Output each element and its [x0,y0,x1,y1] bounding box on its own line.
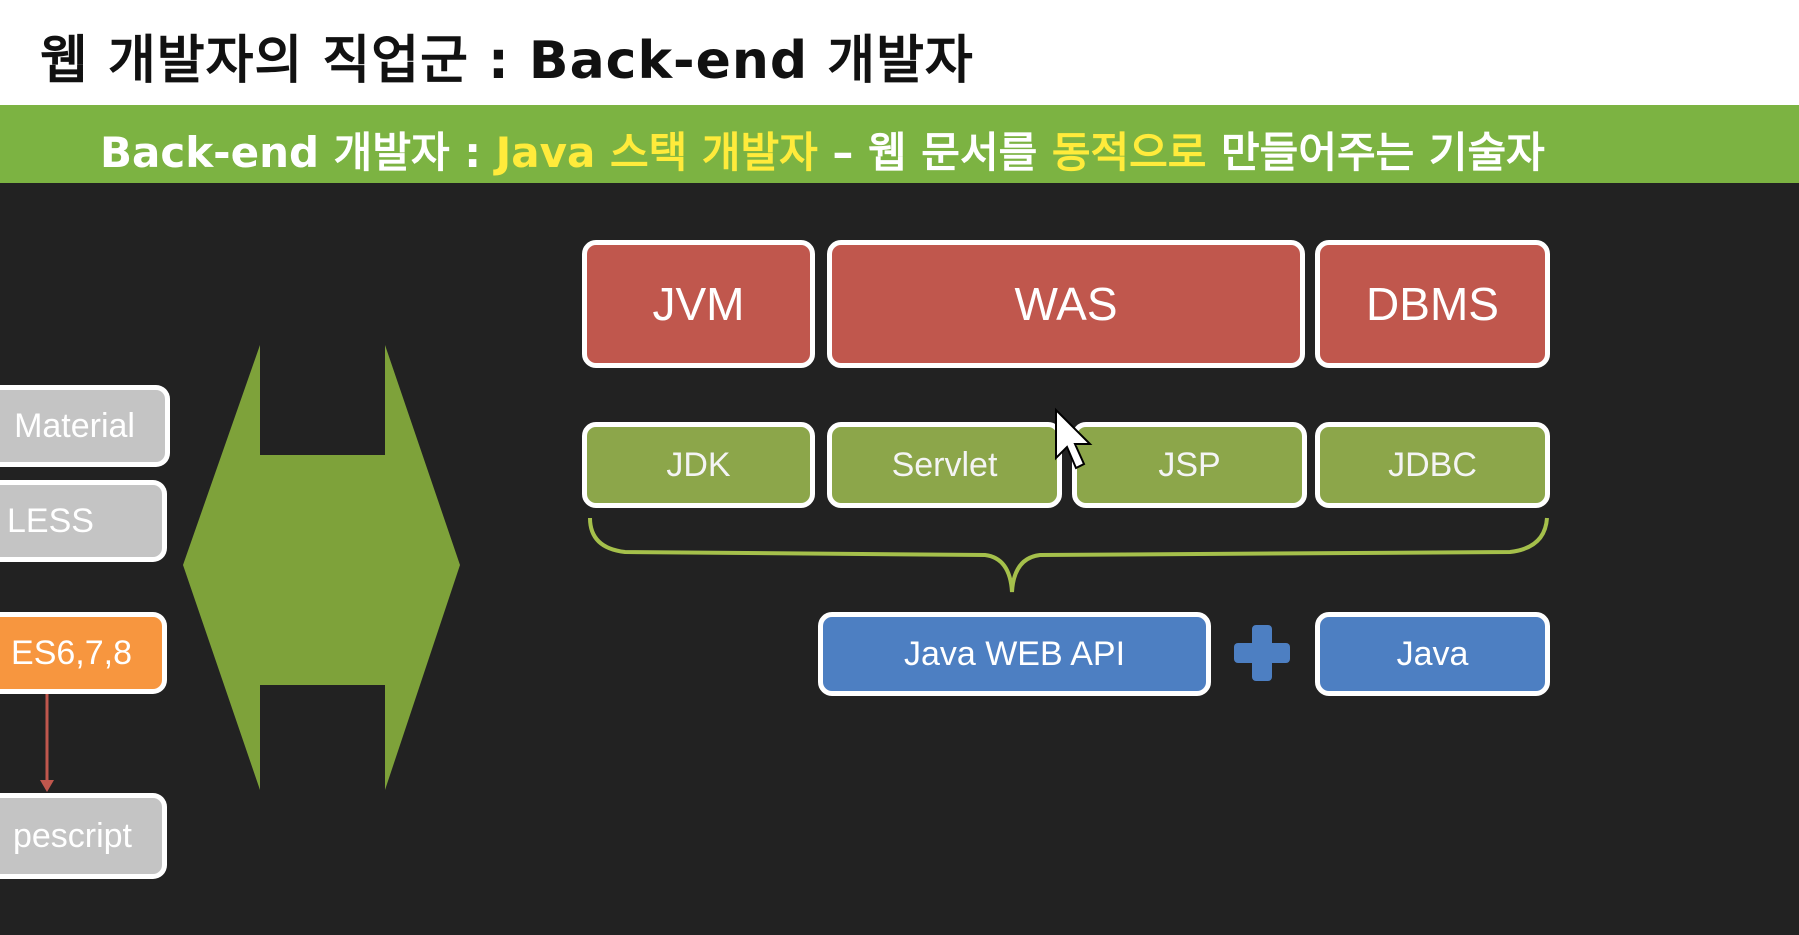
box-jsp: JSP [1072,422,1307,508]
box-material-label: Material [14,406,135,445]
subtitle: Back-end 개발자 : Java 스택 개발자 – 웹 문서를 동적으로 … [100,119,1545,180]
down-arrow-head [40,780,54,792]
subtitle-band: Back-end 개발자 : Java 스택 개발자 – 웹 문서를 동적으로 … [0,105,1799,183]
box-servlet: Servlet [827,422,1062,508]
box-java-web-api: Java WEB API [818,612,1211,696]
box-jvm-label: JVM [652,278,745,330]
box-was: WAS [827,240,1305,368]
subtitle-highlight-java-stack: Java 스택 개발자 [495,128,818,177]
subtitle-part-5: 만들어주는 기술자 [1206,128,1545,177]
box-java: Java [1315,612,1550,696]
box-was-label: WAS [1014,278,1118,330]
box-dbms: DBMS [1315,240,1550,368]
box-jdk-label: JDK [666,445,731,484]
curly-brace [588,517,1549,593]
box-servlet-label: Servlet [891,445,998,484]
box-material: Material [0,385,170,467]
box-es: ES6,7,8 [0,612,167,694]
box-jsp-label: JSP [1158,445,1221,484]
title-bar: 웹 개발자의 직업군 : Back-end 개발자 [0,0,1799,105]
box-es-label: ES6,7,8 [11,633,132,672]
box-java-label: Java [1396,634,1469,673]
box-java-web-api-label: Java WEB API [903,634,1126,673]
box-typescript-label: pescript [12,816,132,855]
box-less: LESS [0,480,167,562]
box-jdbc: JDBC [1315,422,1550,508]
page-title: 웹 개발자의 직업군 : Back-end 개발자 [40,31,974,91]
box-jdk: JDK [582,422,815,508]
box-typescript: pescript [0,793,167,879]
subtitle-part-3: – 웹 문서를 [817,128,1052,177]
double-arrow-shape [183,345,460,790]
box-less-label: LESS [7,501,94,540]
box-dbms-label: DBMS [1366,278,1499,330]
box-jvm: JVM [582,240,815,368]
subtitle-part-1: Back-end 개발자 : [100,128,496,177]
subtitle-highlight-dynamic: 동적으로 [1051,128,1207,177]
plus-icon-horizontal [1234,643,1290,663]
box-jdbc-label: JDBC [1388,445,1477,484]
